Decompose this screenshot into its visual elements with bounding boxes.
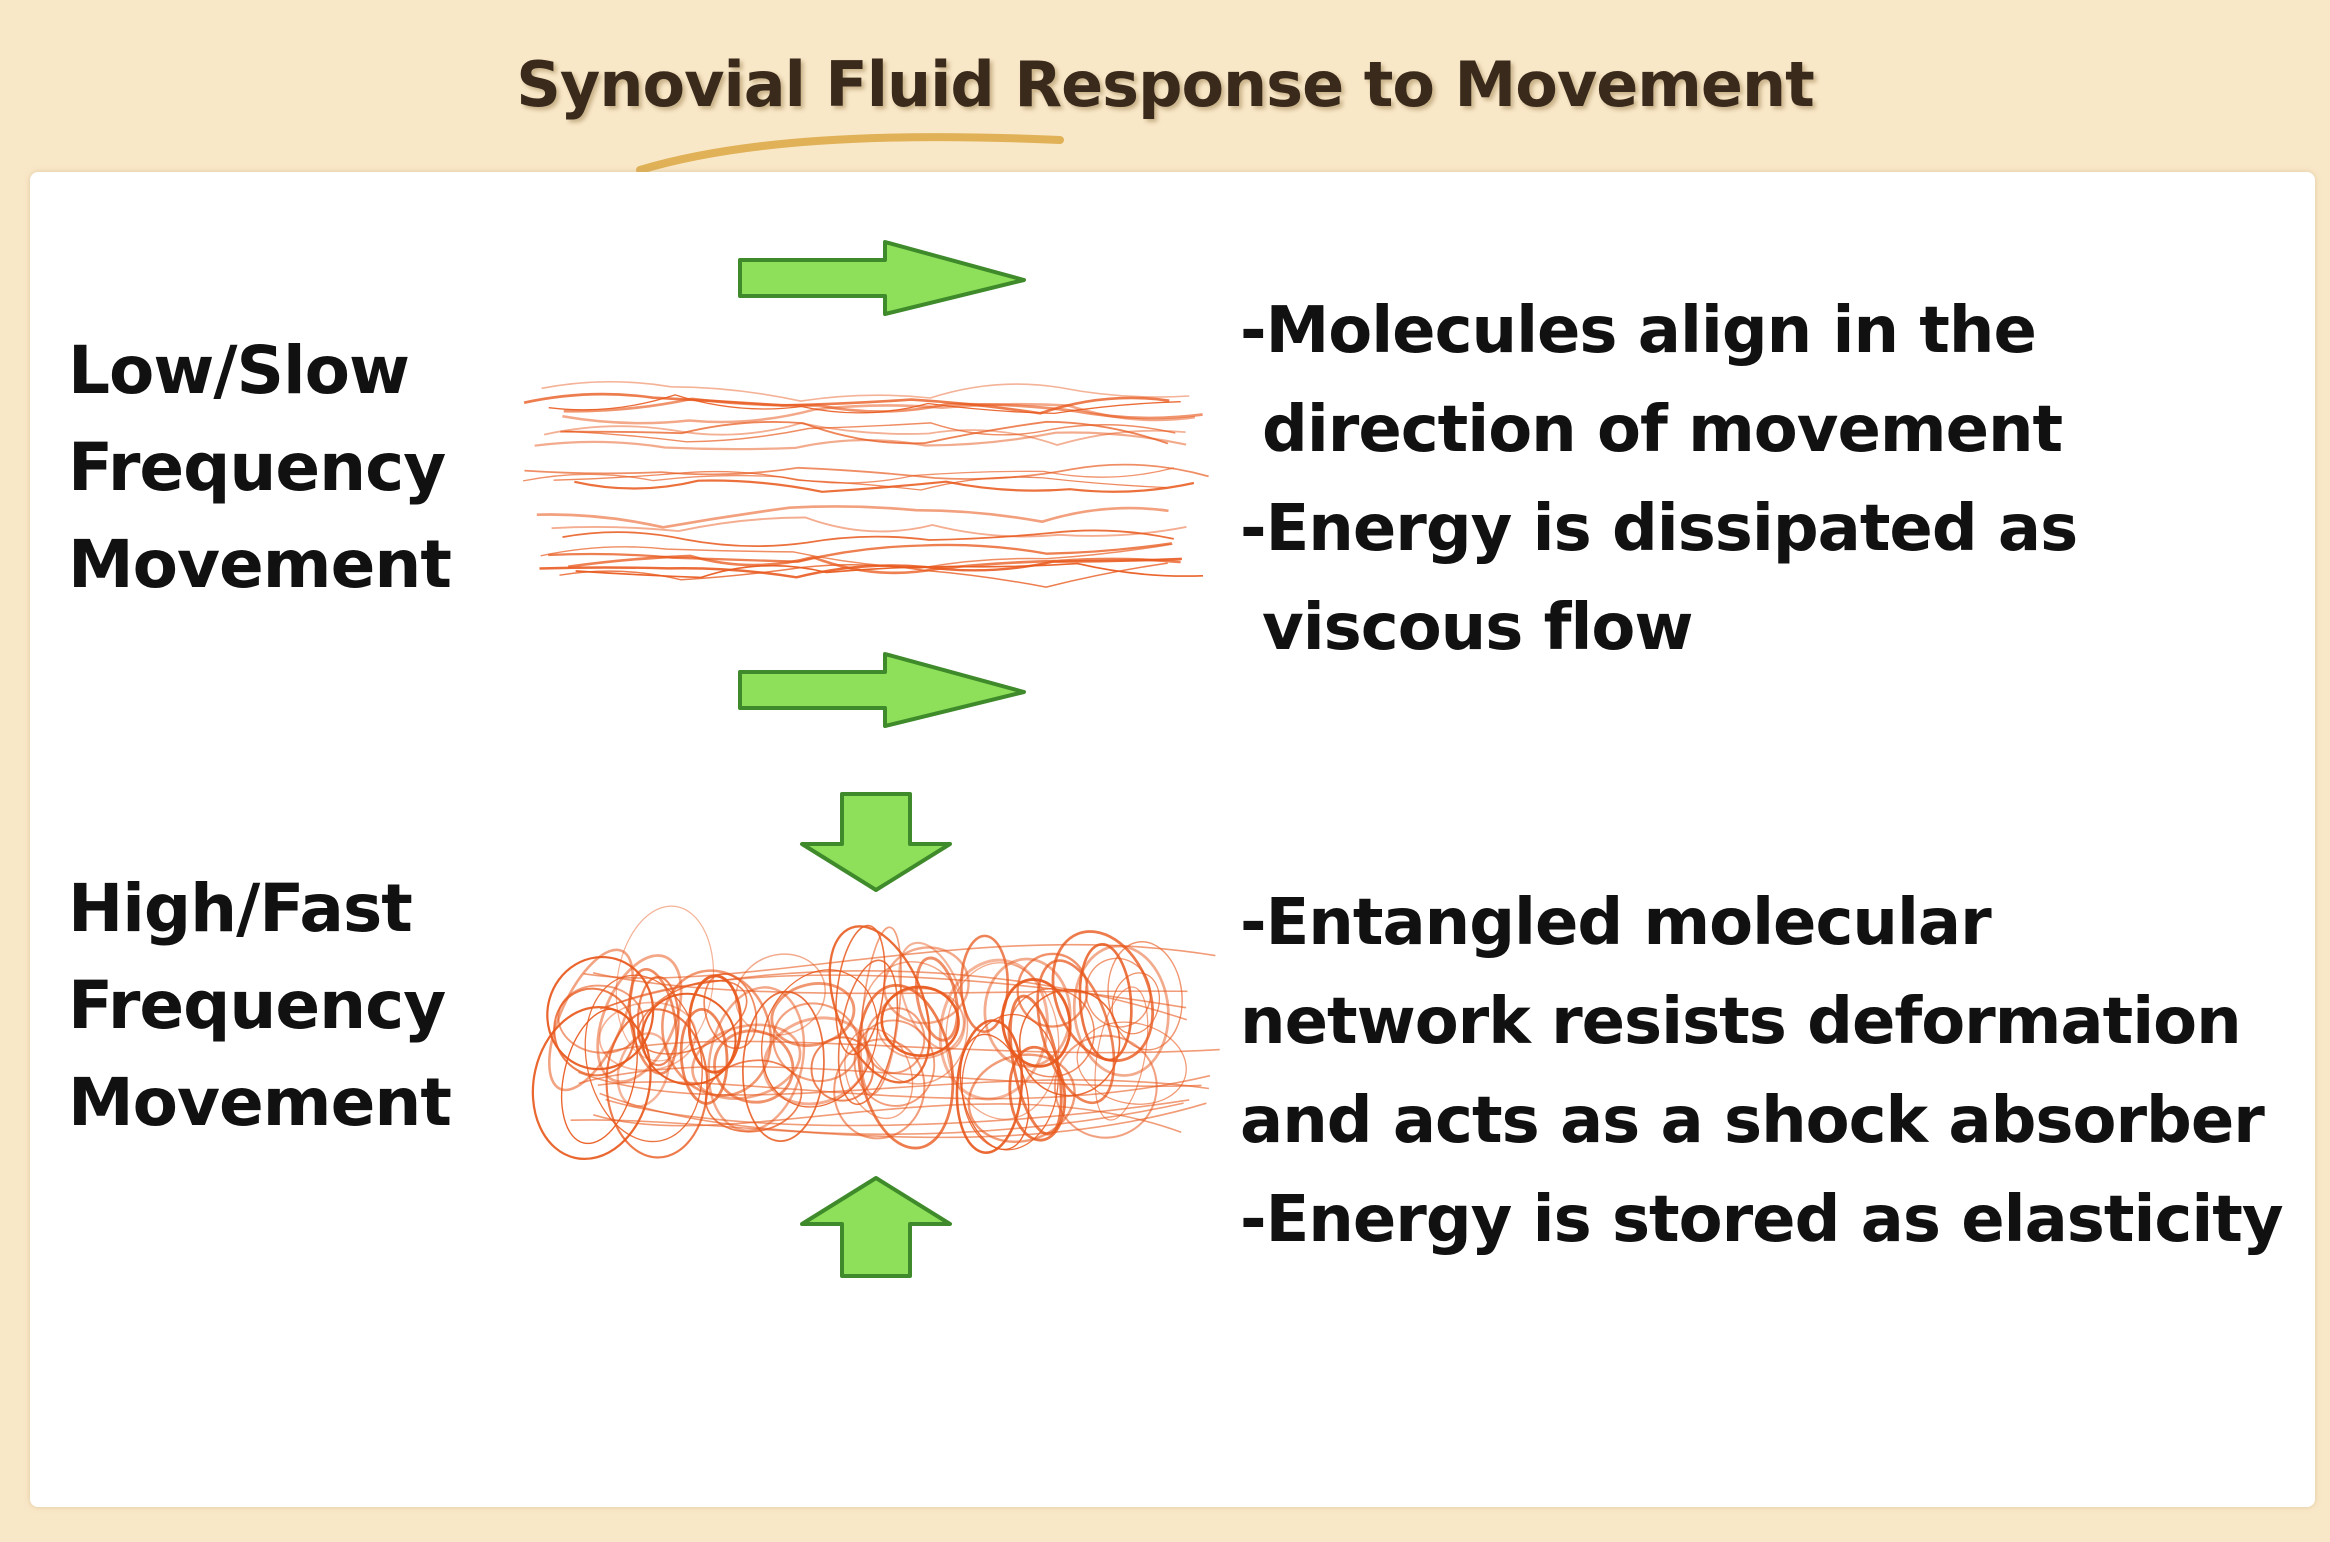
entangled-fiber-loop: [557, 984, 645, 1054]
title-area: Synovial Fluid Response to Movement: [0, 30, 2330, 174]
entangled-fiber-strand: [570, 1102, 1207, 1139]
entangled-fiber-strand: [597, 1074, 1211, 1100]
aligned-fiber-strand: [522, 467, 1175, 484]
entangled-fiber-loop: [959, 1033, 1030, 1151]
low-desc-line: -Molecules align in the: [1240, 294, 2037, 368]
entangled-fiber-strand: [583, 943, 1216, 979]
aligned-fiber-strand: [562, 529, 1174, 548]
low-label-line: Movement: [68, 526, 452, 603]
entangled-fiber-loop: [983, 957, 1072, 1068]
high-desc-line: and acts as a shock absorber: [1240, 1084, 2265, 1158]
entangled-fiber-strand: [593, 1103, 1182, 1134]
low-label-line: Frequency: [68, 429, 446, 506]
entangled-fiber-loop: [546, 955, 655, 1071]
low-label-line: Low/Slow: [68, 332, 410, 409]
arrow-up-icon: [800, 1176, 952, 1278]
aligned-fiber-strand: [536, 505, 1169, 529]
entangled-fiber-loop: [861, 961, 969, 1085]
diagram-canvas: [522, 240, 1220, 1278]
entangled-fiber-strand: [578, 1065, 1202, 1088]
entangled-fiber-loop: [1094, 986, 1149, 1121]
aligned-fiber-strand: [551, 516, 1187, 538]
entangled-fiber-strand: [592, 972, 1188, 995]
entangled-fiber-loop: [1051, 930, 1155, 1063]
entangled-fiber-loop: [1053, 1034, 1158, 1139]
high-label-line: High/Fast: [68, 870, 413, 947]
aligned-fiber-strand: [524, 463, 1209, 480]
entangled-fiber-loop: [687, 974, 743, 1074]
entangled-fiber-loop: [1001, 978, 1072, 1068]
aligned-fiber-strand: [540, 543, 1173, 569]
aligned-fiber-strand: [543, 422, 1186, 446]
aligned-fiber-strand: [563, 397, 1203, 420]
aligned-fiber-strand: [564, 422, 1176, 443]
entangled-fiber-loop: [713, 1029, 795, 1104]
high-frequency-label: High/Fast Frequency Movement: [68, 860, 452, 1151]
aligned-fiber-strand: [541, 380, 1190, 402]
entangled-fibers-illustration: [531, 905, 1220, 1161]
entangled-fiber-loop: [691, 1023, 802, 1100]
aligned-fibers-illustration: [522, 380, 1209, 588]
entangled-fiber-loop: [531, 1005, 652, 1161]
entangled-fiber-strand: [599, 970, 1188, 1021]
high-desc-line: network resists deformation: [1240, 985, 2242, 1059]
entangled-fiber-loop: [853, 1019, 936, 1107]
entangled-fiber-loop: [857, 983, 955, 1150]
entangled-fiber-loop: [1076, 1021, 1187, 1105]
high-label-line: Movement: [68, 1064, 452, 1141]
entangled-fiber-loop: [945, 962, 1060, 1120]
aligned-fiber-strand: [574, 479, 1195, 493]
aligned-fiber-strand: [568, 554, 1181, 575]
arrow-down-icon: [800, 792, 952, 892]
high-desc-line: -Entangled molecular: [1240, 886, 1992, 960]
page-title: Synovial Fluid Response to Movement: [516, 48, 1814, 121]
aligned-fiber-strand: [534, 431, 1187, 451]
low-frequency-description: -Molecules align in the direction of mov…: [1240, 282, 2078, 678]
entangled-fiber-loop: [596, 954, 683, 1084]
entangled-fiber-loop: [880, 985, 960, 1057]
entangled-fiber-loop: [561, 1008, 638, 1145]
aligned-fiber-strand: [559, 562, 1168, 588]
high-desc-line: -Energy is stored as elasticity: [1240, 1183, 2284, 1257]
entangled-fiber-loop: [1008, 1045, 1067, 1142]
low-frequency-label: Low/Slow Frequency Movement: [68, 322, 452, 613]
aligned-fiber-strand: [553, 470, 1166, 491]
entangled-fiber-loop: [734, 953, 826, 1036]
low-desc-line: direction of movement: [1262, 393, 2063, 467]
content-panel: Low/Slow Frequency Movement High/Fast Fr…: [30, 172, 2315, 1507]
low-desc-line: viscous flow: [1262, 591, 1693, 665]
high-frequency-description: -Entangled molecular network resists def…: [1240, 874, 2284, 1270]
entangled-fiber-loop: [553, 987, 636, 1077]
arrow-right-icon: [738, 240, 1026, 316]
entangled-fiber-loop: [679, 1007, 729, 1105]
entangled-fiber-strand: [599, 1092, 1184, 1136]
title-swoosh-decoration: [636, 133, 1064, 174]
entangled-fiber-loop: [844, 1028, 914, 1120]
aligned-fiber-strand: [575, 562, 1204, 579]
entangled-fiber-strand: [578, 1071, 1210, 1096]
low-desc-line: -Energy is dissipated as: [1240, 492, 2078, 566]
entangled-fiber-loop: [704, 1059, 803, 1133]
arrow-right-icon: [738, 652, 1026, 728]
entangled-fiber-loop: [1036, 959, 1116, 1105]
entangled-fiber-loop: [661, 969, 773, 1097]
high-label-line: Frequency: [68, 967, 446, 1044]
entangled-fiber-strand: [603, 1040, 1220, 1054]
entangled-fiber-loop: [828, 925, 931, 1084]
